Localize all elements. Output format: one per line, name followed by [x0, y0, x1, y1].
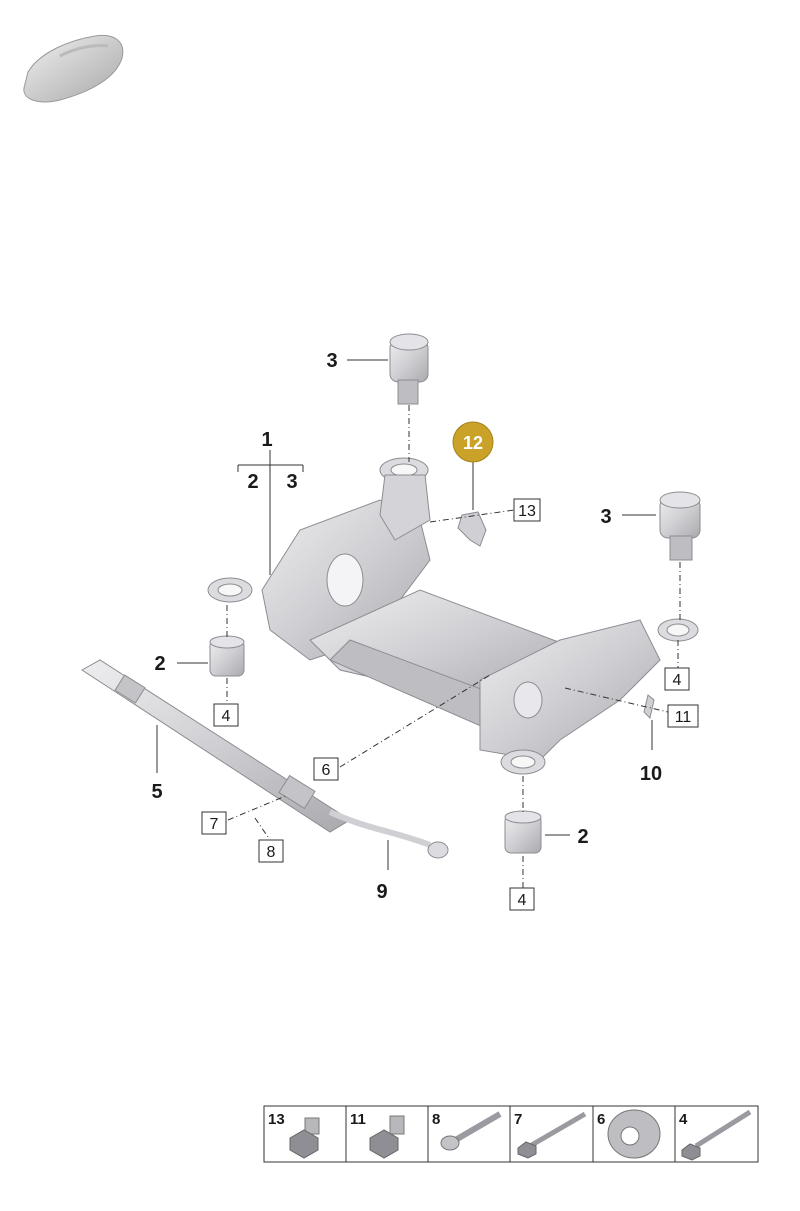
callout-9: 9 [376, 881, 387, 903]
callout-2-left: 2 [154, 653, 165, 675]
callout-5: 5 [151, 781, 162, 803]
bushing-top-illustration [389, 333, 429, 405]
ref-box-8: 8 [258, 839, 284, 863]
legend-cell-8: 8 [432, 1111, 502, 1151]
long-screw-icon [517, 1111, 587, 1159]
callout-3-right: 3 [600, 506, 611, 528]
callout-3-top: 3 [326, 350, 337, 372]
svg-text:4: 4 [673, 672, 682, 689]
callout-1-sub-2: 2 [247, 471, 258, 493]
hex-bolt-icon [369, 1115, 405, 1159]
bracket-illustration [457, 511, 487, 547]
svg-text:4: 4 [222, 708, 231, 725]
bushing-right-illustration [659, 491, 701, 561]
svg-text:4: 4 [679, 1111, 688, 1128]
svg-text:11: 11 [350, 1111, 366, 1128]
callout-12-highlight[interactable]: 12 [452, 421, 494, 463]
svg-text:6: 6 [322, 762, 331, 779]
flange-bolt-icon [289, 1117, 320, 1159]
ref-box-4-right: 4 [664, 667, 690, 691]
brace-bar-illustration [81, 659, 351, 833]
svg-text:4: 4 [518, 892, 527, 909]
subframe-illustration [207, 457, 699, 775]
long-bolt-washer-icon [681, 1109, 752, 1161]
svg-text:8: 8 [267, 844, 276, 861]
legend-cell-4: 4 [679, 1109, 752, 1161]
svg-text:8: 8 [432, 1111, 440, 1128]
callout-1-sub-3: 3 [286, 471, 297, 493]
ref-box-7: 7 [201, 811, 227, 835]
callout-1: 1 [261, 429, 272, 451]
legend-cell-13: 13 [268, 1111, 320, 1159]
callout-10: 10 [640, 763, 662, 785]
mount-right-illustration [504, 810, 542, 854]
callout-12: 12 [463, 433, 483, 453]
svg-text:13: 13 [518, 503, 536, 520]
ref-box-4-bottom: 4 [509, 887, 535, 911]
washer-spacer-icon [607, 1109, 661, 1159]
ref-box-4-left: 4 [213, 703, 239, 727]
ref-box-13: 13 [513, 498, 541, 522]
fastener-legend: 13 11 8 7 [263, 1105, 759, 1163]
ref-box-11: 11 [667, 704, 699, 728]
svg-text:7: 7 [514, 1111, 522, 1128]
cable-illustration [328, 809, 449, 859]
legend-cell-6: 6 [597, 1109, 661, 1159]
leader-lines [156, 359, 681, 888]
svg-text:13: 13 [268, 1111, 285, 1128]
mount-left-illustration [209, 635, 245, 677]
svg-text:6: 6 [597, 1111, 605, 1128]
ref-box-6: 6 [313, 757, 339, 781]
legend-cell-7: 7 [514, 1111, 587, 1159]
long-bolt-icon [440, 1111, 502, 1151]
svg-text:11: 11 [675, 709, 692, 726]
vehicle-thumbnail-icon [23, 34, 124, 103]
svg-text:7: 7 [210, 816, 219, 833]
legend-cell-11: 11 [350, 1111, 405, 1159]
callout-2-right: 2 [577, 826, 588, 848]
